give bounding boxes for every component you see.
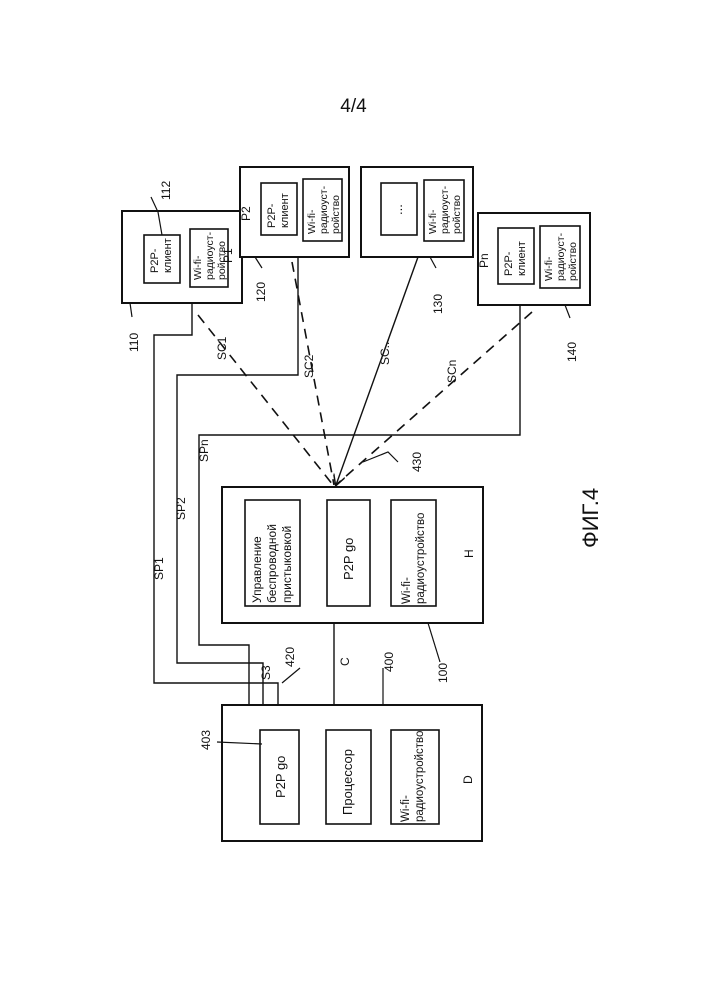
label-sp1: SP1 xyxy=(152,557,166,580)
device-p1-radio-line2: радиоуст- xyxy=(204,231,216,280)
host-dock-mgmt-line2: беспроводной xyxy=(265,524,279,603)
label-spn: SPn xyxy=(197,439,211,462)
device-p3-label: ... xyxy=(390,204,405,215)
label-sc-dots: SC... xyxy=(378,338,392,365)
dock-radio-line1: Wi-fi- xyxy=(400,795,412,822)
device-p2-radio-line3: ройство xyxy=(330,195,342,234)
ref-100: 100 xyxy=(436,663,450,683)
ref-130-leader xyxy=(430,257,436,268)
device-p3-radio-line1: Wi-fi- xyxy=(427,209,439,234)
label-s3: S3 xyxy=(259,665,273,680)
device-pn-client-line2: клиент xyxy=(516,241,528,276)
ref-403: 403 xyxy=(199,730,213,750)
host-radio-block xyxy=(391,500,436,606)
device-p3-radio-line2: радиоуст- xyxy=(439,185,451,234)
ref-112: 112 xyxy=(159,181,173,200)
ref-430: 430 xyxy=(410,452,424,472)
device-p2-radio-line1: Wi-fi- xyxy=(306,209,318,234)
host-radio-line2: радиоустройство xyxy=(415,513,427,604)
host-dock-mgmt-line3: пристыковкой xyxy=(280,526,294,603)
device-p1-client-line1: P2P- xyxy=(149,248,161,273)
label-sc1: SC1 xyxy=(215,336,229,360)
device-p2-label: P2 xyxy=(239,206,253,221)
label-sp2: SP2 xyxy=(174,497,188,520)
dock-processor-label: Процессор xyxy=(340,749,355,815)
ref-420-leader xyxy=(282,668,300,683)
ref-100-leader xyxy=(428,623,440,662)
ref-120-leader xyxy=(255,257,262,268)
label-sc2: SC2 xyxy=(302,354,316,378)
ref-120: 120 xyxy=(254,282,268,302)
figure-caption: ФИГ.4 xyxy=(578,488,603,548)
ref-110: 110 xyxy=(127,333,141,352)
line-sp2 xyxy=(177,257,298,705)
device-pn-radio-line2: радиоуст- xyxy=(555,232,567,281)
ref-420: 420 xyxy=(283,647,297,667)
ref-130: 130 xyxy=(431,294,445,314)
line-sc-dots xyxy=(336,257,418,485)
device-p1: P1 P2P- клиент Wi-fi- радиоуст- ройство … xyxy=(122,181,242,352)
device-p2: P2 P2P- клиент Wi-fi- радиоуст- ройство … xyxy=(239,167,349,302)
host-h: Управление беспроводной пристыковкой P2P… xyxy=(222,487,483,683)
ref-110-leader xyxy=(130,303,132,317)
host-dock-mgmt-line1: Управление xyxy=(250,536,264,603)
device-pn: Pn P2P- клиент Wi-fi- радиоуст- ройство … xyxy=(477,213,590,362)
device-p3-radio-line3: ройство xyxy=(451,195,463,234)
device-p3: ... Wi-fi- радиоуст- ройство 130 xyxy=(361,167,473,314)
device-p2-client-line2: клиент xyxy=(279,193,291,228)
host-h-label: H xyxy=(462,549,476,558)
host-radio-line1: Wi-fi- xyxy=(401,577,413,604)
ref-140-leader xyxy=(565,305,570,318)
device-p1-radio-line1: Wi-fi- xyxy=(192,255,204,280)
device-pn-radio-line3: ройство xyxy=(567,242,579,281)
device-pn-radio-line1: Wi-fi- xyxy=(543,256,555,281)
dock-radio-line2: радиоустройство xyxy=(414,731,426,822)
ref-400: 400 xyxy=(382,652,396,672)
dock-d-label: D xyxy=(461,775,475,784)
device-p1-radio-line3: ройство xyxy=(216,241,228,280)
host-p2p-go-label: P2P go xyxy=(341,538,356,580)
dock-p2p-go-label: P2P go xyxy=(273,756,288,798)
device-p2-radio-line2: радиоуст- xyxy=(318,185,330,234)
device-pn-label: Pn xyxy=(477,253,491,268)
label-scn: SCn xyxy=(445,360,459,383)
device-pn-client-line1: P2P- xyxy=(503,251,515,276)
label-c: C xyxy=(338,657,352,666)
device-p2-client-line1: P2P- xyxy=(266,203,278,228)
device-p1-client-line2: клиент xyxy=(162,238,174,273)
dashed-scn xyxy=(336,312,532,485)
ref-430-leader xyxy=(363,452,398,462)
ref-140: 140 xyxy=(565,342,579,362)
